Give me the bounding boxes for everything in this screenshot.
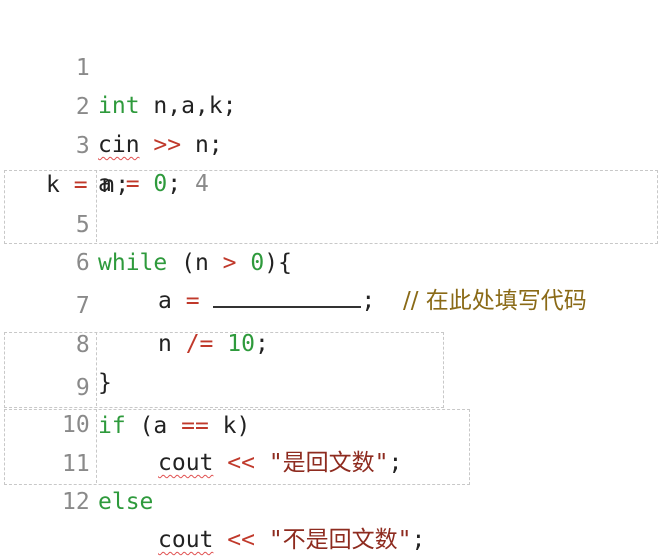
- code-text[interactable]: cout << "不是回文数";: [158, 527, 426, 553]
- box-divider: [96, 170, 97, 242]
- code-line: 1 int n,a,k;: [0, 11, 237, 119]
- code-line: 5 while (n > 0){: [0, 168, 292, 276]
- code-line: 2 cin >> n;: [0, 50, 223, 158]
- code-text[interactable]: a = ; // 在此处填写代码: [158, 286, 587, 314]
- code-line: 10 cout << "是回文数";: [0, 368, 402, 476]
- line-number: 8: [75, 332, 90, 358]
- line-number: 10: [62, 412, 90, 438]
- code-comment: // 在此处填写代码: [402, 288, 587, 314]
- line-number: 12: [62, 489, 90, 515]
- line-number: 1: [75, 55, 90, 81]
- code-line: 6 a = ; // 在此处填写代码: [0, 206, 587, 314]
- box-divider: [96, 409, 97, 483]
- code-text[interactable]: cout << "是回文数";: [158, 450, 403, 476]
- code-text[interactable]: n /= 10;: [158, 331, 269, 357]
- code-text[interactable]: a = 0; 4: [98, 171, 209, 197]
- code-text[interactable]: }: [98, 370, 112, 396]
- highlight-box-if: [4, 332, 444, 408]
- highlight-box-while: [4, 170, 658, 244]
- line-number: 3: [75, 133, 90, 159]
- code-text[interactable]: else: [98, 489, 154, 515]
- code-text[interactable]: cin >> n;: [98, 132, 223, 158]
- code-line: 9 if (a == k): [0, 331, 251, 439]
- line-number: 11: [62, 451, 90, 477]
- code-text[interactable]: int n,a,k;: [98, 93, 237, 119]
- box-divider: [96, 332, 97, 406]
- code-text[interactable]: while (n > 0){: [98, 250, 292, 276]
- code-line: 8 }: [0, 288, 112, 396]
- code-line: 3 a = 0; 4: [0, 89, 209, 197]
- line-number: 2: [75, 94, 90, 120]
- code-line: k = n;: [0, 128, 129, 198]
- line-number: 9: [75, 375, 90, 401]
- code-line: 12 cout << "不是回文数";: [0, 445, 425, 553]
- code-text[interactable]: k = n;: [46, 172, 130, 198]
- fill-in-blank[interactable]: [213, 286, 362, 308]
- code-line: 7 n /= 10;: [0, 249, 269, 357]
- code-text[interactable]: if (a == k): [98, 413, 251, 439]
- line-number: 5: [75, 212, 90, 238]
- code-line: 11 else: [0, 407, 153, 515]
- line-number: 6: [75, 250, 90, 276]
- line-number: 7: [75, 293, 90, 319]
